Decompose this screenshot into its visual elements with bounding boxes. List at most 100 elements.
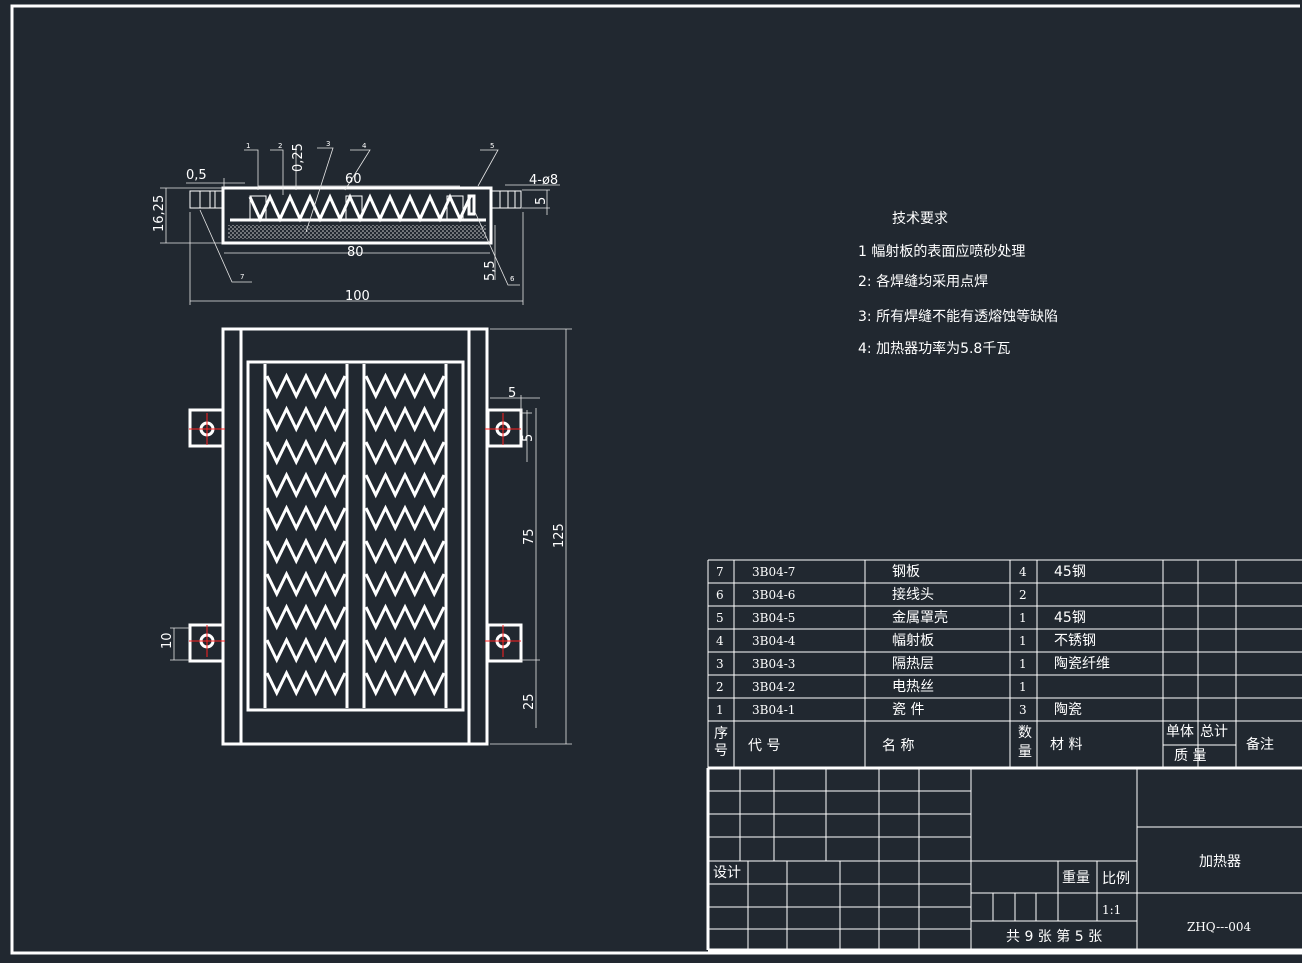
heating-wire-zigzag	[364, 669, 446, 697]
section-view: 0,5 0,25 60 4-ø8 5 16,25 80 5,5 100 1 2 …	[152, 140, 560, 305]
bom-material: 陶瓷	[1054, 702, 1082, 718]
bom-code: 3B04-2	[752, 680, 795, 694]
drawing-number: ZHQ---004	[1187, 920, 1252, 934]
leader-2: 2	[278, 142, 282, 150]
housing-outline	[221, 186, 493, 245]
header-remark: 备注	[1246, 736, 1274, 753]
heating-wire-zigzag	[265, 603, 347, 631]
heating-wire-zigzag	[364, 537, 446, 565]
bom-name: 瓷 件	[892, 702, 924, 718]
bom-material: 45钢	[1054, 564, 1086, 580]
dim-5-vertical: 5	[521, 434, 536, 442]
heating-wire-zigzag	[265, 438, 347, 466]
dim-0-5: 0,5	[186, 168, 207, 183]
bom-no: 6	[716, 588, 724, 602]
bom-no: 7	[716, 565, 724, 579]
title-block: 设计 重量 比例 1:1 共 9 张 第 5 张 加热器 ZHQ---004	[706, 766, 1302, 952]
tech-item-1: 1 幅射板的表面应喷砂处理	[858, 243, 1025, 260]
heating-wire-zigzag	[265, 537, 347, 565]
mounting-tab	[188, 408, 225, 448]
mounting-tab	[188, 623, 225, 663]
weight-label: 重量	[1062, 870, 1090, 886]
plan-view: 5 5 75 125 10 25	[160, 327, 572, 746]
bom-no: 4	[716, 634, 724, 648]
right-ear	[490, 190, 522, 209]
leader-7: 7	[240, 273, 244, 281]
bom-name: 钢板	[892, 564, 920, 580]
tech-title: 技术要求	[892, 211, 948, 227]
sheet-count: 共 9 张 第 5 张	[1006, 928, 1102, 945]
bom-qty: 1	[1019, 680, 1027, 694]
bom-material: 不锈钢	[1054, 633, 1096, 649]
bom-code: 3B04-5	[752, 611, 795, 625]
dim-75: 75	[522, 528, 537, 545]
header-code: 代 号	[748, 738, 780, 754]
header-name: 名 称	[882, 738, 914, 754]
dim-25: 25	[522, 693, 537, 710]
dim-0-25: 0,25	[291, 143, 306, 172]
heating-wire-zigzag	[364, 570, 446, 598]
header-qty-2: 量	[1018, 744, 1032, 760]
heating-wire-zigzag	[364, 603, 446, 631]
header-mass: 质 量	[1174, 748, 1206, 764]
bom-qty: 3	[1019, 703, 1027, 717]
bom-code: 3B04-1	[752, 703, 795, 717]
bom-qty: 4	[1019, 565, 1027, 579]
bom-qty: 1	[1019, 611, 1027, 625]
tech-item-3: 3: 所有焊缝不能有透熔蚀等缺陷	[858, 308, 1058, 325]
header-unit: 单体	[1166, 724, 1194, 740]
dim-16-25: 16,25	[152, 195, 167, 232]
mounting-tab	[485, 408, 523, 448]
dim-5: 5	[534, 197, 549, 205]
heating-wire-pattern	[265, 372, 446, 697]
bom-name: 电热丝	[892, 679, 934, 695]
heating-wire-zigzag	[364, 471, 446, 499]
heating-wire-zigzag	[364, 636, 446, 664]
bom-row: 7 3B04-7 钢板 4 45钢	[716, 564, 1086, 580]
bom-material: 陶瓷纤维	[1054, 656, 1110, 672]
tech-item-4: 4: 加热器功率为5.8千瓦	[858, 340, 1010, 357]
bom-no: 3	[716, 657, 724, 671]
heating-wire-zigzag	[364, 405, 446, 433]
leader-5: 5	[490, 142, 494, 150]
leader-3: 3	[326, 140, 330, 148]
radiant-plate	[246, 360, 465, 712]
heating-wire-section	[248, 193, 472, 223]
terminal	[467, 194, 476, 216]
bom-name: 金属罩壳	[892, 609, 948, 626]
bom-name: 隔热层	[892, 656, 934, 672]
heating-wire-zigzag	[265, 636, 347, 664]
bom-code: 3B04-4	[752, 634, 796, 648]
dim-80: 80	[347, 245, 364, 260]
dim-100: 100	[345, 289, 370, 304]
mounting-tab	[485, 623, 523, 663]
bom-name: 幅射板	[892, 633, 934, 649]
technical-requirements: 技术要求 1 幅射板的表面应喷砂处理 2: 各焊缝均采用点焊 3: 所有焊缝不能…	[858, 211, 1058, 357]
ceramic-2	[345, 195, 363, 221]
scale-value: 1:1	[1102, 903, 1121, 917]
dim-10: 10	[160, 632, 175, 649]
insulation-layer	[228, 225, 486, 239]
header-no-2: 号	[714, 743, 728, 759]
dim-4-phi8: 4-ø8	[529, 173, 558, 188]
header-qty: 数	[1018, 725, 1032, 741]
heating-wire-zigzag	[364, 372, 446, 400]
dim-60: 60	[345, 172, 362, 187]
part-name: 加热器	[1199, 854, 1241, 870]
heating-wire-zigzag	[265, 372, 347, 400]
leader-4: 4	[362, 142, 367, 150]
bom-code: 3B04-6	[752, 588, 795, 602]
header-material: 材 料	[1050, 737, 1082, 753]
ceramic-3	[446, 195, 464, 221]
bom-code: 3B04-7	[752, 565, 795, 579]
leader-1: 1	[246, 142, 250, 150]
tech-item-2: 2: 各焊缝均采用点焊	[858, 274, 988, 290]
heating-wire-zigzag	[364, 438, 446, 466]
dim-125: 125	[552, 523, 567, 548]
header-no: 序	[714, 726, 728, 742]
